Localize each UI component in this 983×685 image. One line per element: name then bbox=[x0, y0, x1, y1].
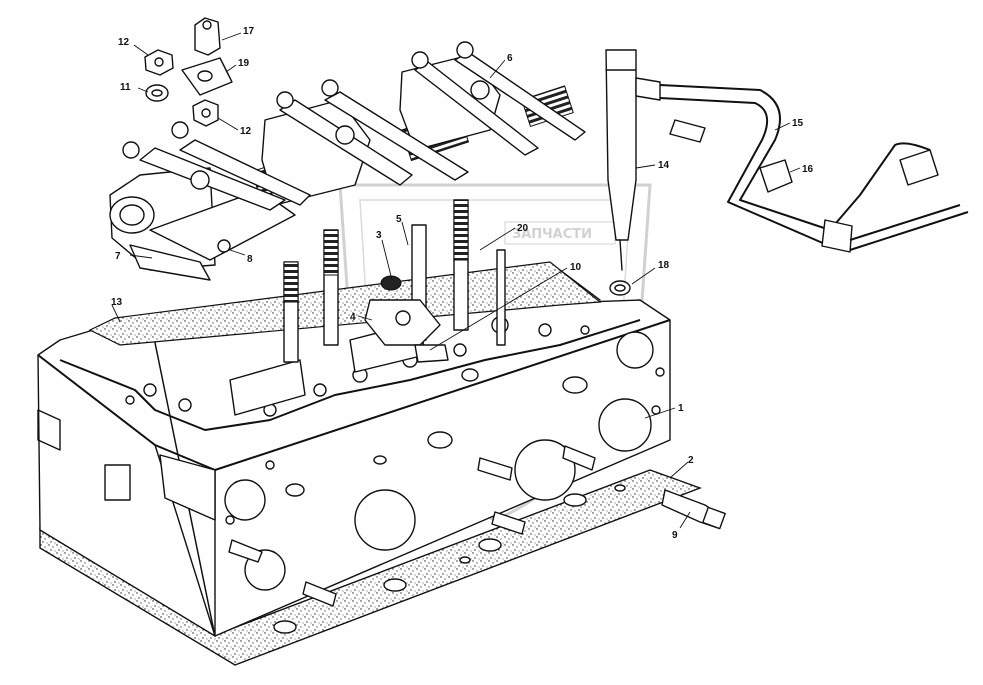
rocker-arm-assembly bbox=[109, 41, 586, 281]
callout-19: 19 bbox=[238, 58, 250, 69]
watermark-text: ЗАПЧАСТИ bbox=[512, 227, 592, 242]
callout-2: 2 bbox=[688, 455, 694, 466]
callout-20: 20 bbox=[517, 223, 529, 234]
callout-15: 15 bbox=[792, 118, 804, 129]
leader-lines bbox=[111, 32, 801, 529]
callout-4: 4 bbox=[350, 312, 356, 323]
cylinder-head-block bbox=[37, 269, 671, 637]
loose-fasteners bbox=[144, 17, 233, 127]
callout-13: 13 bbox=[111, 297, 123, 308]
callout-3: 3 bbox=[376, 230, 382, 241]
gasket-holes bbox=[273, 484, 626, 634]
callout-14: 14 bbox=[658, 160, 670, 171]
callout-1: 1 bbox=[678, 403, 684, 414]
callout-6: 6 bbox=[507, 53, 513, 64]
callout-16: 16 bbox=[802, 164, 814, 175]
callout-9: 9 bbox=[672, 530, 678, 541]
side-fittings bbox=[228, 445, 726, 607]
callout-8: 8 bbox=[247, 254, 253, 265]
callout-18: 18 bbox=[658, 260, 670, 271]
valve-studs bbox=[283, 199, 506, 363]
callout-11: 11 bbox=[120, 82, 131, 93]
callout-12b: 12 bbox=[240, 126, 252, 137]
injector-and-fuel-line bbox=[605, 49, 969, 296]
callout-5: 5 bbox=[396, 214, 402, 225]
callout-17: 17 bbox=[243, 26, 255, 37]
valve-cover-gasket bbox=[88, 261, 602, 346]
callout-12a: 12 bbox=[118, 37, 130, 48]
callout-10: 10 bbox=[570, 262, 582, 273]
callout-labels: 1 2 3 4 5 6 7 8 9 10 11 12 12 13 14 15 1… bbox=[111, 26, 814, 541]
callout-7: 7 bbox=[115, 251, 121, 262]
